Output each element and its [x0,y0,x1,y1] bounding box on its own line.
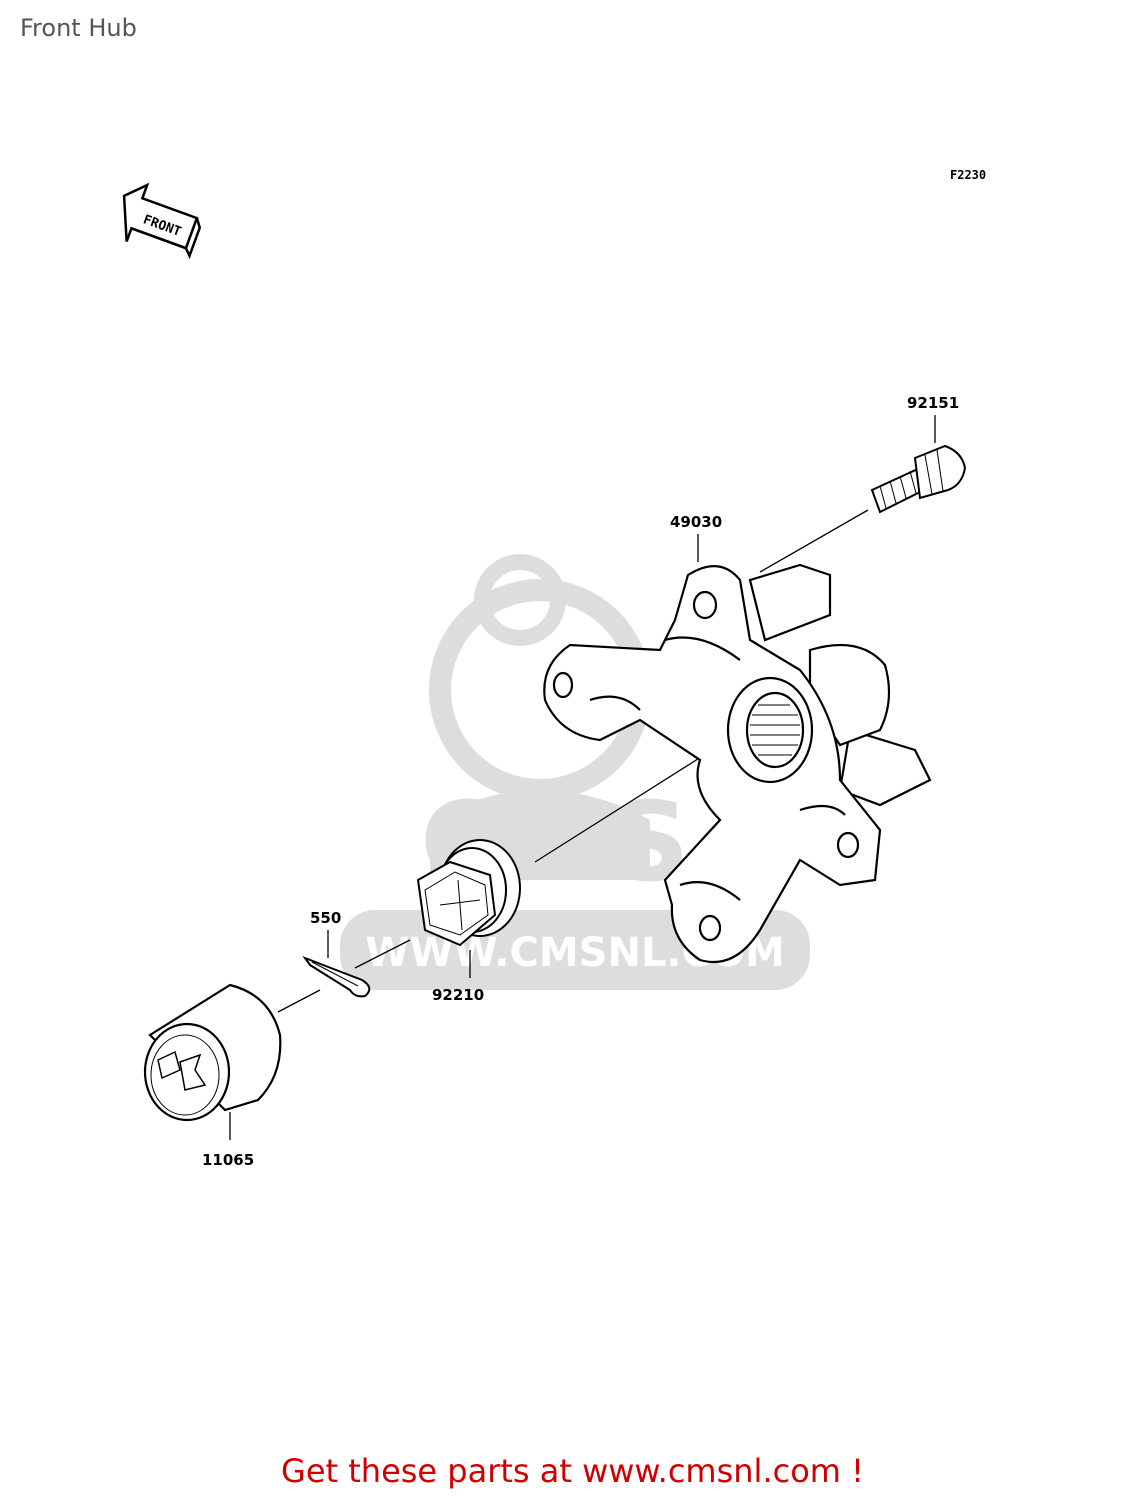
footer-link[interactable]: Get these parts at www.cmsnl.com ! [281,1452,864,1490]
guide-lines [229,415,936,1140]
front-arrow-icon: FRONT [122,182,202,260]
page-title: Front Hub [20,14,137,42]
diagram-code: F2230 [950,168,986,182]
part-92210-castle-nut[interactable] [416,839,521,947]
part-label-49030: 49030 [670,513,722,531]
part-92151-stud[interactable] [870,444,967,514]
part-label-92210: 92210 [432,986,484,1004]
part-label-92151: 92151 [907,394,959,412]
part-550-cotter-pin[interactable] [302,955,371,998]
part-49030-hub[interactable] [543,563,932,964]
part-label-11065: 11065 [202,1151,254,1169]
part-label-550: 550 [310,909,341,927]
part-11065-cap[interactable] [143,983,282,1122]
